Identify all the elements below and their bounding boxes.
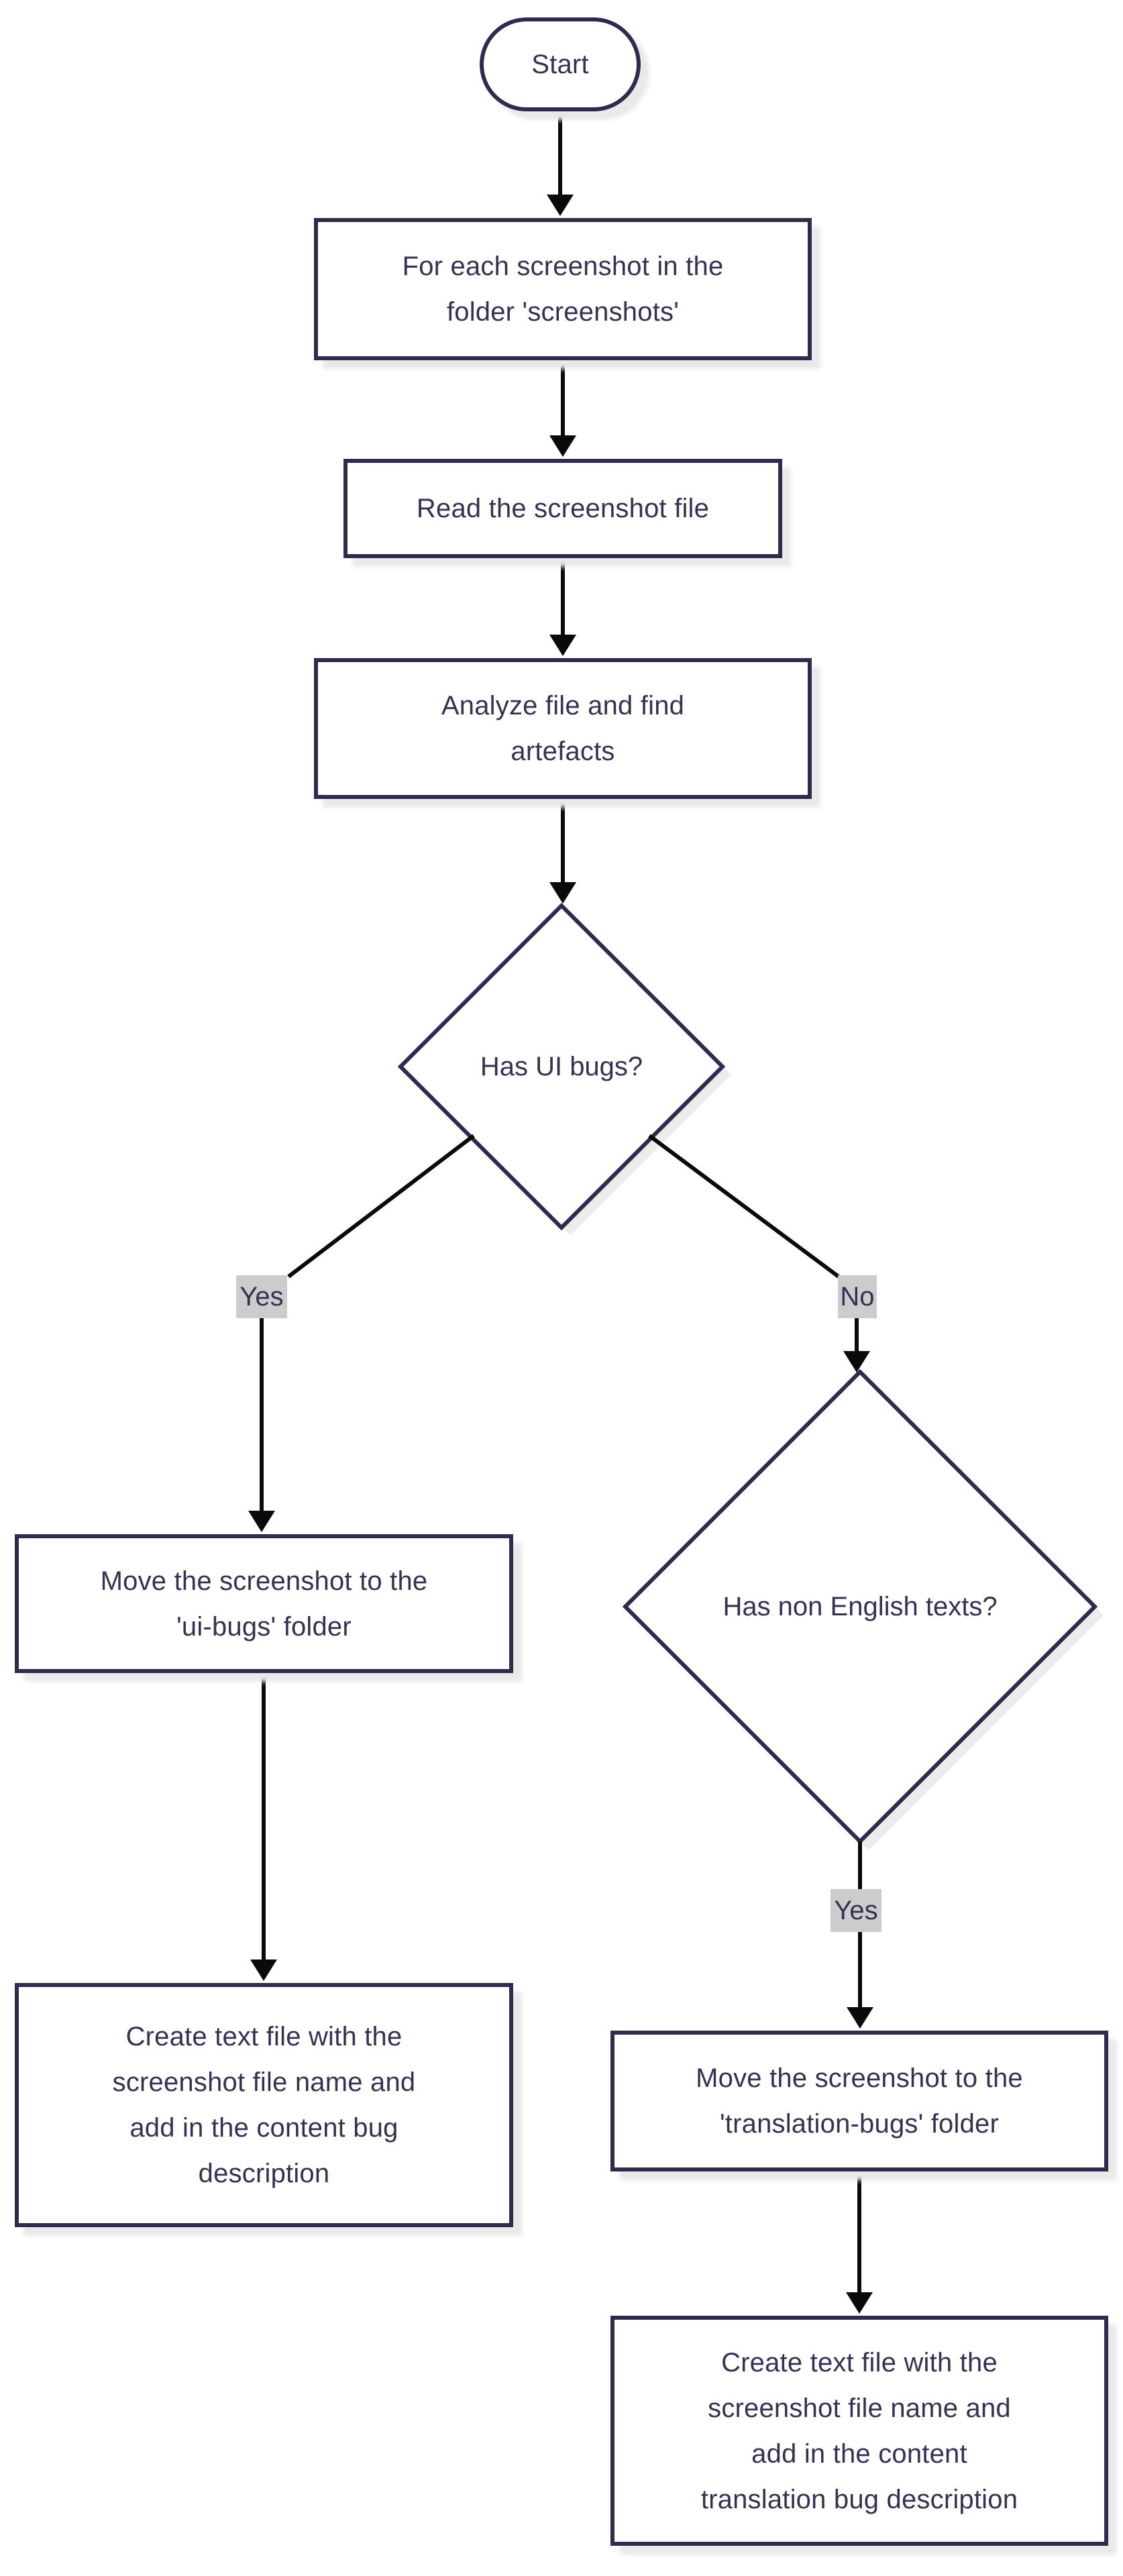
edge-label-yes-ui: Yes: [236, 1275, 287, 1318]
arrowhead-icon: [248, 1511, 275, 1532]
edge-label-no-ui: No: [838, 1275, 877, 1318]
edge-analyze-to-has-ui-bugs: [549, 799, 576, 904]
arrowhead-icon: [547, 195, 574, 216]
arrowhead-icon: [846, 2292, 873, 2314]
node-start: Start: [480, 17, 641, 111]
node-create-translation-file: Create text file with the screenshot fil…: [610, 2316, 1108, 2546]
node-analyze-file: Analyze file and find artefacts: [314, 658, 812, 799]
node-analyze-file-label: Analyze file and find artefacts: [441, 691, 685, 766]
edge-foreach-to-read: [549, 360, 576, 457]
node-foreach-screenshot: For each screenshot in the folder 'scree…: [314, 218, 812, 360]
node-start-label: Start: [531, 50, 589, 79]
node-create-bug-file: Create text file with the screenshot fil…: [15, 1983, 513, 2227]
edge-has-ui-bugs-yes: [248, 1134, 475, 1532]
node-read-screenshot-label: Read the screenshot file: [416, 494, 710, 523]
node-move-ui-bugs: Move the screenshot to the 'ui-bugs' fol…: [15, 1534, 513, 1673]
node-move-translation-bugs: Move the screenshot to the 'translation-…: [610, 2031, 1108, 2171]
decision-has-non-english-label: Has non English texts?: [723, 1592, 998, 1621]
arrowhead-icon: [549, 435, 576, 457]
arrowhead-icon: [549, 882, 576, 904]
node-move-ui-bugs-label: Move the screenshot to the 'ui-bugs' fol…: [100, 1566, 428, 1642]
arrowhead-icon: [843, 1351, 870, 1373]
node-create-translation-file-label: Create text file with the screenshot fil…: [700, 2347, 1018, 2514]
edge-has-ui-bugs-no: [648, 1134, 870, 1373]
arrowhead-icon: [250, 1960, 277, 1981]
node-read-screenshot: Read the screenshot file: [343, 459, 782, 558]
node-create-bug-file-label: Create text file with the screenshot fil…: [112, 2022, 416, 2188]
edge-read-to-analyze: [549, 558, 576, 656]
edge-has-non-english-yes: [847, 1841, 873, 2029]
decision-has-ui-bugs-label: Has UI bugs?: [480, 1052, 643, 1081]
arrowhead-icon: [847, 2007, 873, 2029]
arrowhead-icon: [549, 635, 576, 656]
node-foreach-screenshot-label: For each screenshot in the folder 'scree…: [402, 252, 724, 327]
edge-start-to-foreach: [547, 111, 574, 216]
node-move-translation-bugs-label: Move the screenshot to the 'translation-…: [696, 2063, 1023, 2139]
edge-move-ui-to-create-bug: [250, 1673, 277, 1981]
decision-has-ui-bugs: [397, 902, 726, 1231]
edge-label-yes-translation: Yes: [831, 1889, 881, 1932]
edge-move-translation-to-create: [846, 2171, 873, 2314]
